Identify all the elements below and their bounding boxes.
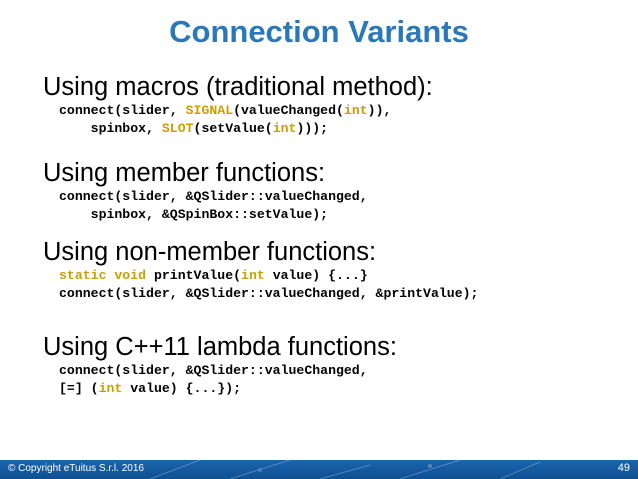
code-text: printValue( [146,268,242,283]
code-text: spinbox, &QSpinBox::setValue); [59,207,329,222]
code-line: connect(slider, &QSlider::valueChanged, … [59,285,478,303]
code-block: connect(slider, &QSlider::valueChanged, … [59,188,368,224]
code-text: connect(slider, &QSlider::valueChanged, [59,189,368,204]
section-heading: Using member functions: [43,159,326,187]
footer-pattern [149,460,541,479]
section-member-functions: Using member functions: connect(slider, … [43,158,368,224]
code-text: ))); [296,121,329,136]
section-heading: Using macros (traditional method): [43,73,433,101]
code-line: connect(slider, &QSlider::valueChanged, [59,188,368,206]
code-text: [=] ( [59,381,99,396]
code-text: spinbox, [59,121,162,136]
section-non-member-functions: Using non-member functions: static void … [43,237,478,303]
code-line: static void printValue(int value) {...} [59,267,478,285]
code-text: connect(slider, &QSlider::valueChanged, [59,363,368,378]
slide-title: Connection Variants [169,14,469,49]
section-macros: Using macros (traditional method): conne… [43,72,433,138]
code-keyword: int [343,103,368,118]
code-line: spinbox, &QSpinBox::setValue); [59,206,368,224]
page-number: 49 [617,462,630,474]
code-text: (setValue( [193,121,273,136]
section-heading: Using non-member functions: [43,238,377,266]
section-heading: Using C++11 lambda functions: [43,333,397,361]
code-text: value) {...} [264,268,368,283]
code-text: value) {...}); [122,381,242,396]
code-block: connect(slider, SIGNAL(valueChanged(int)… [59,102,433,138]
footer-bar: © Copyright eTuitus S.r.l. 2016 49 [0,460,638,479]
section-lambda-functions: Using C++11 lambda functions: connect(sl… [43,332,397,398]
code-text: (valueChanged( [233,103,344,118]
code-text: connect(slider, [59,103,186,118]
code-line: [=] (int value) {...}); [59,380,397,398]
code-text: connect(slider, &QSlider::valueChanged, … [59,286,479,301]
code-keyword: int [241,268,265,283]
code-keyword: SIGNAL [185,103,234,118]
code-line: spinbox, SLOT(setValue(int))); [59,120,433,138]
code-line: connect(slider, &QSlider::valueChanged, [59,362,397,380]
copyright-text: © Copyright eTuitus S.r.l. 2016 [8,463,144,474]
code-keyword: static void [59,268,147,283]
code-keyword: int [98,381,123,396]
code-text: )), [367,103,392,118]
code-keyword: SLOT [161,121,194,136]
code-block: connect(slider, &QSlider::valueChanged,[… [59,362,397,398]
code-block: static void printValue(int value) {...}c… [59,267,478,303]
code-keyword: int [272,121,297,136]
code-line: connect(slider, SIGNAL(valueChanged(int)… [59,102,433,120]
